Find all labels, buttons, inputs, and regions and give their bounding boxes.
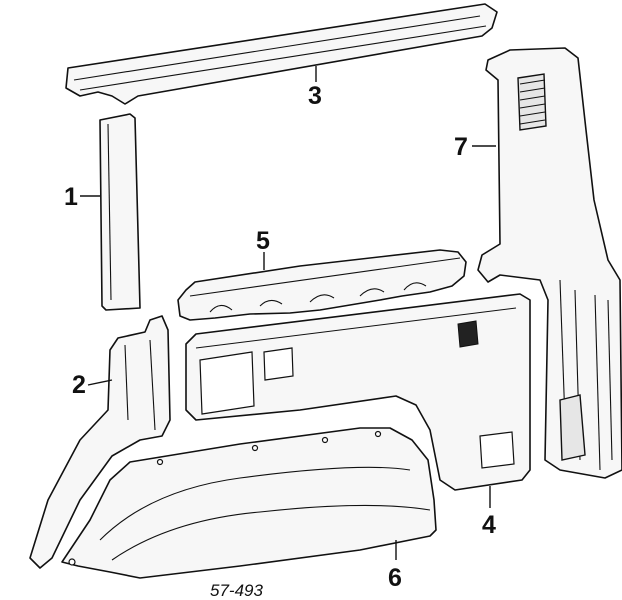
part-7-rear-corner-panel: [477, 47, 622, 479]
callout-4: 4: [482, 511, 496, 539]
part-4-quarter-trim-panel: [185, 293, 531, 491]
callout-1: 1: [64, 183, 78, 211]
leader-2: [87, 379, 113, 386]
leader-lines: [80, 66, 496, 560]
diagram-reference-number: 57-493: [210, 581, 263, 600]
callout-5: 5: [256, 227, 270, 255]
callout-2: 2: [72, 371, 86, 399]
part-6-wheelhouse-trim: [61, 427, 437, 579]
callout-7: 7: [454, 133, 468, 161]
part-5-upper-quarter-trim: [177, 249, 467, 321]
part-3-roof-rail-trim: [65, 3, 498, 105]
callout-labels: 1 2 3 4 5 6 7: [64, 82, 496, 592]
callout-3: 3: [308, 82, 322, 110]
part-1-pillar-trim: [99, 113, 141, 311]
part-2-lower-pillar-trim: [29, 315, 171, 569]
callout-6: 6: [388, 564, 402, 592]
